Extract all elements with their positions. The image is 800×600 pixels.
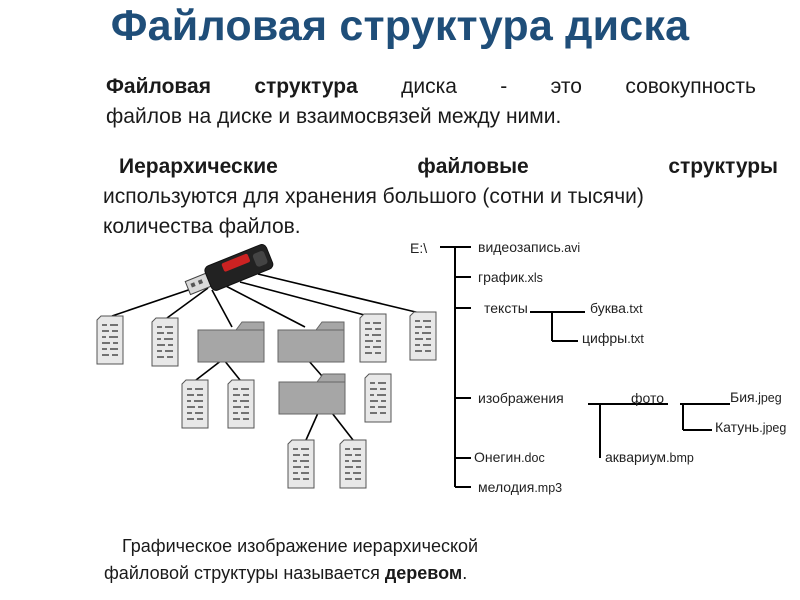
file-icon (181, 379, 209, 429)
caption-line-1: Графическое изображение иерархической (122, 536, 479, 556)
tree-item-digits: цифры.txt (582, 330, 644, 346)
para2-lead-word: файловые (417, 155, 529, 178)
file-icon (151, 317, 179, 367)
tree-item-aquarium: аквариум.bmp (605, 449, 694, 465)
tree-item-katun: Катунь.jpeg (715, 419, 786, 435)
diagram-caption: Графическое изображение иерархической фа… (104, 533, 604, 587)
tree-folder-photo: фото (631, 390, 664, 406)
caption-line-2-suffix: . (462, 563, 468, 583)
tree-item-graph: график.xls (478, 269, 543, 285)
tree-item-video: видеозапись.avi (478, 239, 580, 255)
file-icon (227, 379, 255, 429)
tree-item-biya: Бия.jpeg (730, 389, 782, 405)
folder-icon (277, 321, 345, 363)
hierarchy-lead-line: Иерархические файловые структуры (103, 152, 778, 182)
caption-keyword: деревом (384, 563, 463, 583)
file-icon (359, 313, 387, 363)
tree-folder-images: изображения (478, 390, 564, 406)
para2-lead-word: Иерархические (119, 155, 278, 178)
para1-lead-word: диска (401, 75, 457, 98)
file-icon (364, 373, 392, 423)
para1-lead-word: структура (254, 75, 358, 98)
caption-line-2-prefix: файловой структуры называется (104, 563, 385, 583)
file-icon (339, 439, 367, 489)
para1-lead-word: совокупность (625, 75, 756, 98)
file-icon (96, 315, 124, 365)
definition-paragraph: Файловая структура диска - это совокупность ф… (106, 72, 756, 132)
para2-lead-word: структуры (668, 155, 778, 178)
folder-icon (278, 373, 346, 415)
para1-lead-word: - (500, 75, 508, 98)
definition-lead-line: Файловая структура диска - это совокупность (106, 72, 756, 102)
tree-folder-texts: тексты (484, 300, 528, 316)
definition-line-2: файлов на диске и взаимосвязей между ним… (106, 105, 562, 128)
folder-icon (197, 321, 265, 363)
para1-lead-word: Файловая (106, 75, 211, 98)
tree-item-letters: буква.txt (590, 300, 643, 316)
hierarchy-line-2: используются для хранения большого (сотн… (103, 185, 644, 208)
para1-lead-word: это (550, 75, 582, 98)
tree-item-melody: мелодия.mp3 (478, 479, 562, 495)
file-icon (287, 439, 315, 489)
slide-title: Файловая структура диска (110, 2, 690, 50)
tree-root-label: E:\ (410, 240, 427, 256)
text-tree-lines (440, 246, 730, 488)
file-icon (409, 311, 437, 361)
hierarchy-line-3: количества файлов. (103, 215, 301, 238)
flash-drive-icon (184, 244, 274, 296)
hierarchy-paragraph: Иерархические файловые структуры использую… (103, 152, 778, 242)
tree-item-onegin: Онегин.doc (474, 449, 545, 465)
